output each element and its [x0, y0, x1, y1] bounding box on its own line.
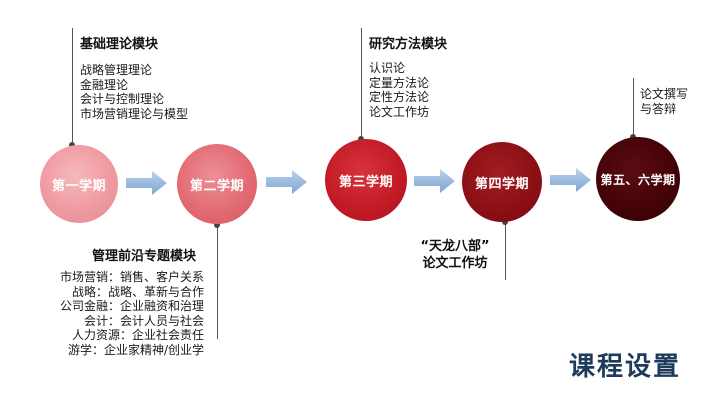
tianlong-line-2: 论文工作坊 — [422, 256, 488, 271]
list-item: 公司金融：企业融资和治理 — [59, 299, 204, 313]
list-item: 认识论 — [369, 61, 406, 75]
connector-line-semester-5 — [633, 78, 634, 137]
list-item: 定量方法论 — [369, 75, 430, 90]
list-item: 市场营销理论与模型 — [80, 106, 189, 121]
connector-line-semester-3 — [361, 28, 362, 139]
research-method-heading: 研究方法模块 — [369, 37, 448, 52]
list-item: 战略：战略、革新与合作 — [71, 284, 204, 299]
tianlong-line-1: “天龙八部” — [420, 239, 490, 254]
arrow-right-icon — [266, 170, 307, 194]
list-item: 与答辩 — [640, 101, 677, 116]
semester-circle-1: 第一学期 — [40, 145, 118, 223]
basic-theory-heading: 基础理论模块 — [80, 37, 159, 52]
frontier-list: 市场营销：销售、客户关系 战略：战略、革新与合作 公司金融：企业融资和治理 会计… — [58, 270, 204, 357]
basic-theory-list: 战略管理理论 金融理论 会计与控制理论 市场营销理论与模型 — [80, 63, 188, 121]
list-item: 会计与控制理论 — [80, 92, 165, 106]
connector-dot-semester-2 — [214, 222, 220, 228]
semester-label-5: 第五、六学期 — [600, 172, 676, 187]
list-item: 游学：企业家精神/创业学 — [67, 342, 204, 357]
arrow-right-icon — [414, 169, 455, 193]
list-item: 金融理论 — [80, 77, 129, 92]
connector-line-semester-2 — [217, 224, 218, 339]
semester-circle-4: 第四学期 — [462, 142, 542, 222]
tianlong-workshop-heading: “天龙八部” 论文工作坊 — [410, 238, 500, 272]
frontier-heading: 管理前沿专题模块 — [92, 249, 197, 264]
list-item: 定性方法论 — [369, 90, 430, 104]
arrow-right-icon — [550, 168, 591, 192]
connector-line-semester-4 — [505, 222, 506, 280]
list-item: 人力资源：企业社会责任 — [71, 328, 204, 342]
connector-line-semester-1 — [72, 28, 73, 145]
semester-circle-5: 第五、六学期 — [596, 137, 680, 221]
semester-circle-3: 第三学期 — [325, 139, 407, 221]
semester-label-4: 第四学期 — [474, 176, 529, 192]
arrow-right-icon — [126, 171, 167, 195]
semester-label-1: 第一学期 — [51, 178, 106, 194]
semester-circle-2: 第二学期 — [177, 144, 257, 224]
list-item: 论文撰写 — [640, 87, 689, 101]
list-item: 战略管理理论 — [80, 63, 153, 77]
thesis-list: 论文撰写 与答辩 — [640, 87, 688, 116]
list-item: 会计：会计人员与社会 — [83, 313, 204, 328]
semester-label-2: 第二学期 — [189, 178, 244, 194]
list-item: 市场营销：销售、客户关系 — [59, 270, 204, 284]
page-title: 课程设置 — [569, 352, 682, 382]
connector-dot-semester-4 — [502, 219, 508, 225]
research-method-list: 认识论 定量方法论 定性方法论 论文工作坊 — [369, 61, 429, 119]
list-item: 论文工作坊 — [369, 104, 430, 119]
semester-label-3: 第三学期 — [338, 174, 393, 190]
